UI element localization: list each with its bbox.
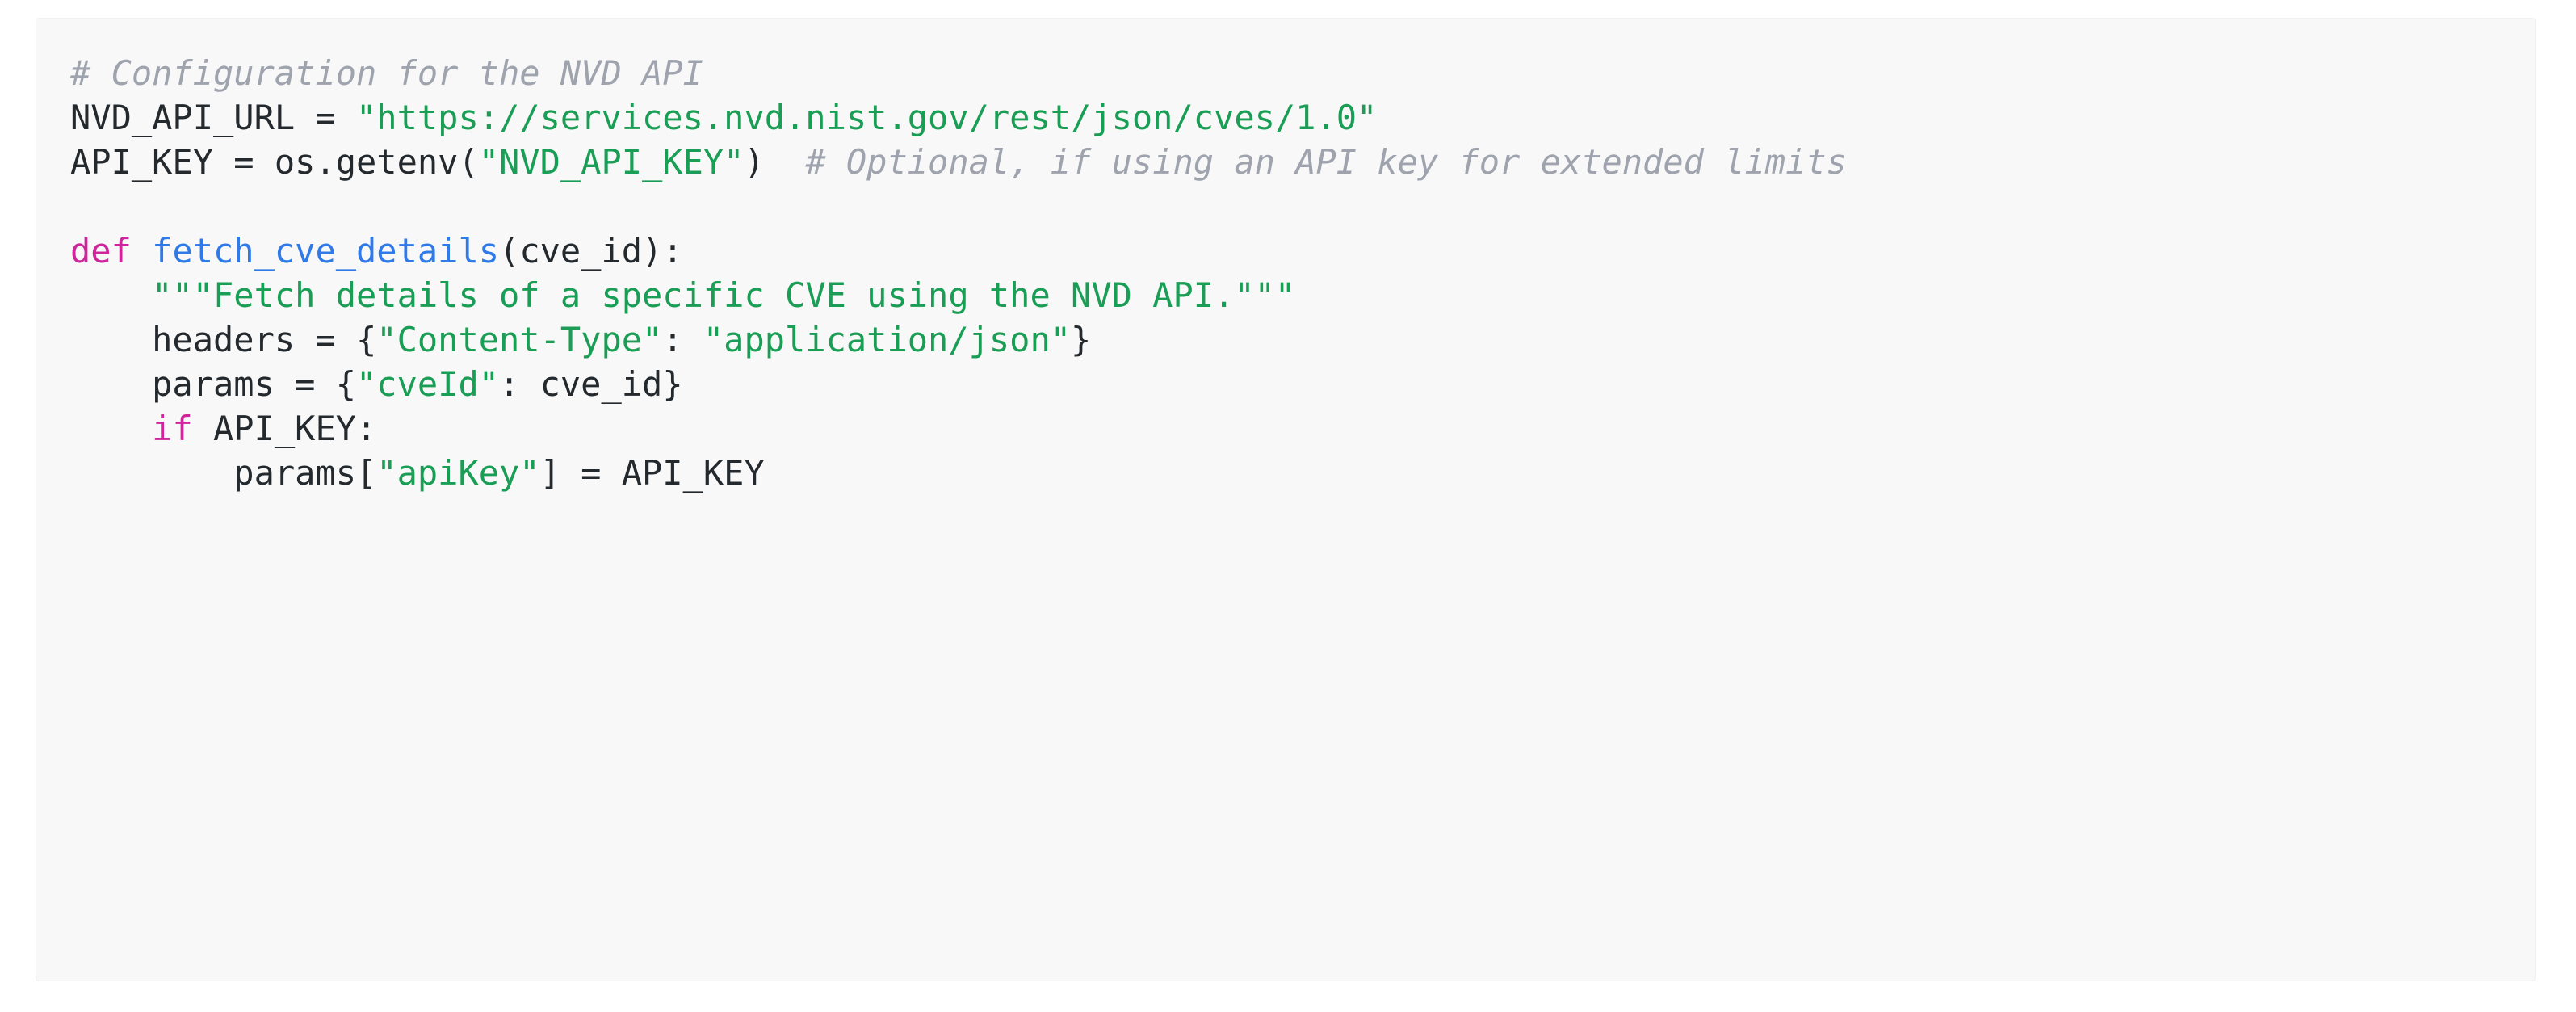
code-line: params = {"cveId": cve_id} bbox=[70, 362, 2535, 406]
code-line: headers = {"Content-Type": "application/… bbox=[70, 317, 2535, 362]
code-token-pln: ] = API_KEY bbox=[539, 453, 765, 493]
code-line: if API_KEY: bbox=[70, 406, 2535, 451]
code-token-pln bbox=[70, 409, 152, 448]
code-token-str: "Content-Type" bbox=[376, 320, 663, 359]
code-token-pln: } bbox=[1071, 320, 1092, 359]
code-token-str: """Fetch details of a specific CVE using… bbox=[152, 275, 1296, 315]
code-token-pln bbox=[70, 275, 152, 315]
code-line: API_KEY = os.getenv("NVD_API_KEY") # Opt… bbox=[70, 140, 2535, 184]
code-token-kw: if bbox=[152, 409, 193, 448]
code-token-kw: def bbox=[70, 231, 132, 271]
code-token-pln: NVD_API_URL = bbox=[70, 98, 357, 137]
code-token-str: "NVD_API_KEY" bbox=[478, 142, 745, 182]
code-token-pln: API_KEY = os.getenv( bbox=[70, 142, 479, 182]
code-line: def fetch_cve_details(cve_id): bbox=[70, 229, 2535, 273]
code-token-com: # Configuration for the NVD API bbox=[70, 53, 703, 93]
code-token-com: # Optional, if using an API key for exte… bbox=[805, 142, 1847, 182]
code-token-pln: : cve_id} bbox=[499, 364, 683, 404]
code-token-pln: : bbox=[662, 320, 703, 359]
code-token-str: "cveId" bbox=[356, 364, 500, 404]
code-line: NVD_API_URL = "https://services.nvd.nist… bbox=[70, 95, 2535, 140]
code-token-pln: API_KEY: bbox=[192, 409, 377, 448]
code-token-str: "apiKey" bbox=[376, 453, 540, 493]
code-line: # Configuration for the NVD API bbox=[70, 51, 2535, 95]
code-token-pln bbox=[132, 231, 152, 271]
code-token-pln: params = { bbox=[70, 364, 357, 404]
code-token-pln: (cve_id): bbox=[499, 231, 683, 271]
code-token-pln: ) bbox=[744, 142, 806, 182]
code-line bbox=[70, 184, 2535, 229]
code-token-str: "https://services.nvd.nist.gov/rest/json… bbox=[356, 98, 1378, 137]
code-token-pln: headers = { bbox=[70, 320, 377, 359]
code-token-fn: fetch_cve_details bbox=[152, 231, 500, 271]
code-line: params["apiKey"] = API_KEY bbox=[70, 451, 2535, 495]
code-token-str: "application/json" bbox=[703, 320, 1072, 359]
code-token-pln: params[ bbox=[70, 453, 377, 493]
code-line: """Fetch details of a specific CVE using… bbox=[70, 273, 2535, 317]
